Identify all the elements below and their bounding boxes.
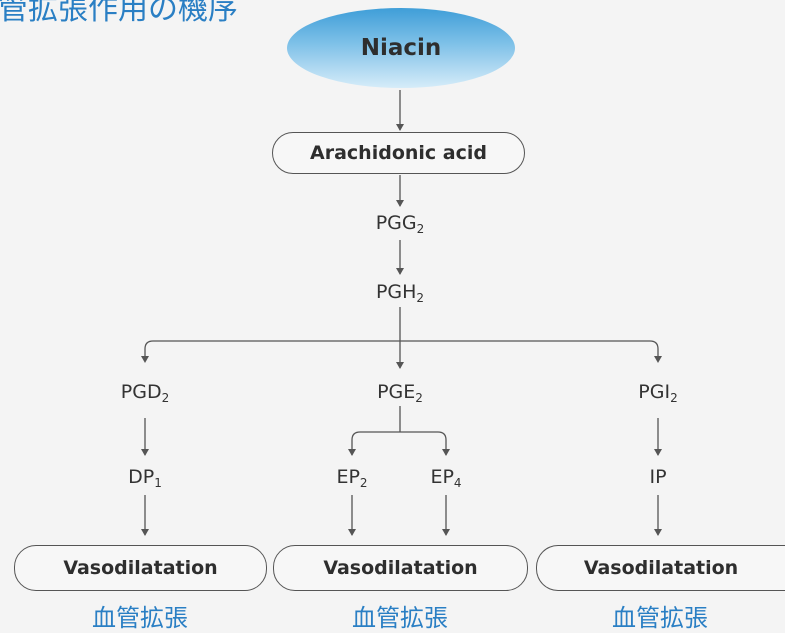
dp1-label: DP1 [128, 466, 162, 490]
pge2-label: PGE2 [377, 381, 423, 405]
page-title: 管拡張作用の機序 [0, 0, 238, 27]
vasodilatation-node-right: Vasodilatation [536, 545, 785, 591]
ip-label: IP [649, 466, 667, 488]
vasodilatation-jp-middle: 血管拡張 [352, 604, 448, 632]
vasodilatation-jp-left: 血管拡張 [92, 604, 188, 632]
ep4-label: EP4 [430, 466, 462, 490]
pgi2-label: PGI2 [638, 381, 678, 405]
vasodilatation-node-middle: Vasodilatation [273, 545, 528, 591]
pgd2-label: PGD2 [120, 381, 170, 405]
vasodilatation-jp-right: 血管拡張 [612, 604, 708, 632]
pgh2-label: PGH2 [375, 281, 425, 305]
vasodilatation-node-left: Vasodilatation [14, 545, 267, 591]
arrow-aa-head [396, 124, 404, 131]
arachidonic-acid-node: Arachidonic acid [272, 132, 525, 174]
niacin-node: Niacin [287, 8, 515, 88]
branch-pgh [144, 340, 659, 360]
pgg2-label: PGG2 [375, 212, 425, 236]
ep2-label: EP2 [336, 466, 368, 490]
branch-pge [351, 406, 447, 455]
